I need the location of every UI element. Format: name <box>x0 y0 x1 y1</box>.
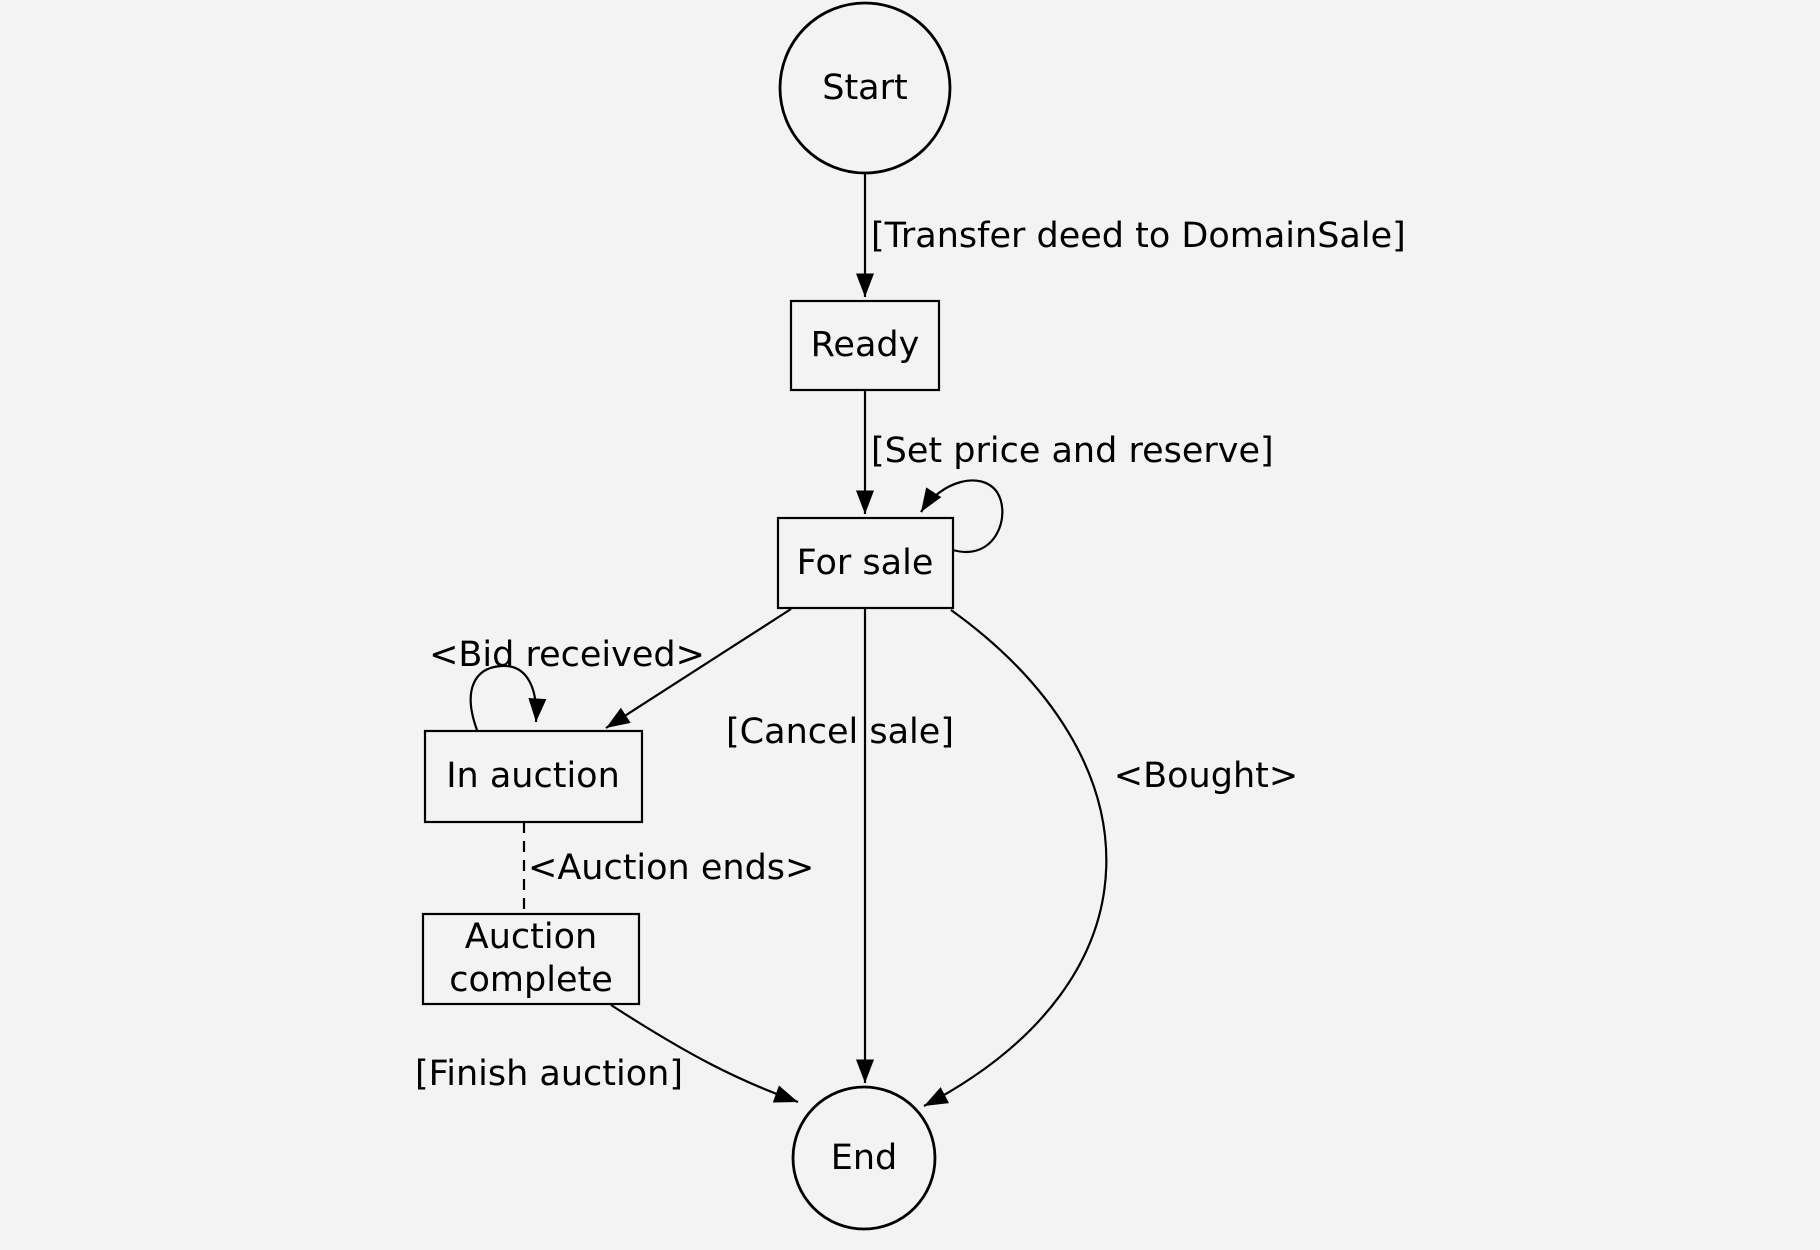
end-node-label: End <box>830 1138 898 1178</box>
finish-auction-edge-label: [Finish auction] <box>415 1054 683 1094</box>
auction-complete-line1: Auction <box>464 917 598 957</box>
edge-forsale-self-loop <box>920 479 1004 553</box>
transfer-edge-label: [Transfer deed to DomainSale] <box>871 216 1406 256</box>
ready-node-label: Ready <box>810 325 920 365</box>
auction-complete-node <box>421 912 641 1006</box>
auction-ends-edge-label: <Auction ends> <box>528 848 815 888</box>
edge-forsale-to-inauction <box>605 608 792 729</box>
edge-forsale-to-end-bought <box>923 609 1108 1107</box>
auction-complete-line2: complete <box>449 960 613 1000</box>
set-price-edge-label: [Set price and reserve] <box>871 431 1274 471</box>
start-node-label: Start <box>822 68 908 108</box>
end-node <box>791 1085 937 1231</box>
edge-auctioncomplete-to-end <box>610 1004 799 1104</box>
cancel-sale-edge-label: [Cancel sale] <box>726 712 954 752</box>
in-auction-node-label: In auction <box>446 756 620 796</box>
start-node <box>778 1 952 175</box>
auction-complete-node-label: Auction complete <box>449 916 612 1002</box>
for-sale-node-label: For sale <box>796 543 934 583</box>
bid-received-edge-label: <Bid received> <box>429 635 705 675</box>
bought-edge-label: <Bought> <box>1113 756 1299 796</box>
edge-inauction-self-loop <box>469 664 547 731</box>
in-auction-node <box>423 729 644 824</box>
